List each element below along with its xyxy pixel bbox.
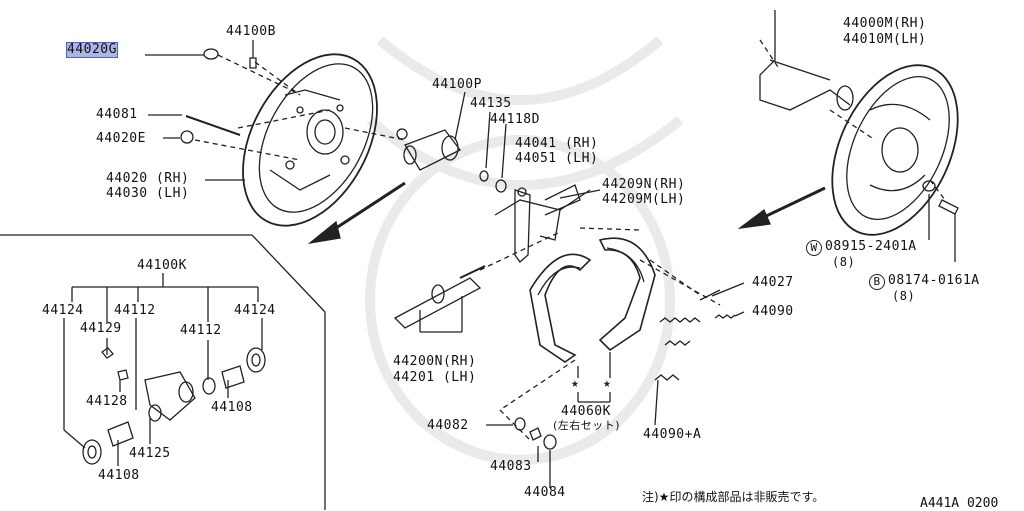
label-44124-left[interactable]: 44124 (42, 303, 84, 318)
part-44108-left (107, 421, 134, 447)
part-44124-left (82, 439, 102, 465)
leader-dashes-right (759, 39, 946, 201)
label-44030-lh[interactable]: 44030 (LH) (106, 186, 190, 201)
label-44010m-lh[interactable]: 44010M(LH) (843, 32, 927, 47)
brake-drum-assembly (759, 10, 959, 236)
direction-arrow-left (307, 181, 406, 245)
washer-w08915 (922, 180, 936, 192)
label-44135[interactable]: 44135 (470, 96, 512, 111)
part-44020g (203, 48, 219, 60)
label-44209n-rh[interactable]: 44209N(RH) (602, 177, 686, 192)
label-44020g[interactable]: 44020G (66, 42, 118, 58)
cylinder-body (144, 371, 196, 421)
label-44128[interactable]: 44128 (86, 394, 128, 409)
star-mark-2: ★ (603, 376, 611, 391)
label-44100p[interactable]: 44100P (432, 77, 482, 92)
part-44128 (117, 369, 129, 381)
label-44051-lh[interactable]: 44051 (LH) (515, 151, 599, 166)
label-44060k-note: (左右セット) (553, 419, 621, 432)
part-44112-right (202, 377, 216, 395)
direction-arrow-right (737, 186, 826, 229)
label-44090a[interactable]: 44090+A (643, 427, 702, 442)
part-44118d (495, 179, 507, 193)
watermark-emblem (365, 36, 684, 465)
part-44020e (180, 130, 194, 144)
label-08915-qty: (8) (832, 255, 856, 269)
star-mark-1: ★ (571, 376, 579, 391)
part-44081-pin (185, 115, 241, 136)
label-44082[interactable]: 44082 (427, 418, 469, 433)
label-44108-right[interactable]: 44108 (211, 400, 253, 415)
brake-shoe-left (529, 253, 592, 363)
wheel-cylinder (396, 128, 461, 171)
label-08174-0161a[interactable]: 08174-0161A (888, 273, 980, 288)
strut (544, 184, 581, 216)
label-44112-right[interactable]: 44112 (180, 323, 222, 338)
part-44108-right (221, 365, 245, 389)
part-44083 (529, 427, 542, 441)
label-08174-qty: (8) (892, 289, 916, 303)
washer-symbol: W (806, 240, 822, 256)
label-44027[interactable]: 44027 (752, 275, 794, 290)
springs (654, 289, 736, 381)
parking-lever (494, 187, 561, 263)
label-44090[interactable]: 44090 (752, 304, 794, 319)
label-44081[interactable]: 44081 (96, 107, 138, 122)
label-44084[interactable]: 44084 (524, 485, 566, 500)
part-44135 (479, 170, 489, 182)
label-08915-2401a[interactable]: 08915-2401A (825, 239, 917, 254)
part-44125 (148, 404, 162, 422)
part-44124-right (246, 347, 266, 373)
label-44100k[interactable]: 44100K (137, 258, 187, 273)
part-44084 (543, 434, 557, 450)
part-44100b (249, 57, 257, 69)
label-44125[interactable]: 44125 (129, 446, 171, 461)
inset-panel (0, 234, 326, 510)
leader-dashes-left (194, 54, 406, 161)
label-44100b[interactable]: 44100B (226, 24, 276, 39)
label-44200n-rh[interactable]: 44200N(RH) (393, 354, 477, 369)
footnote: 注)★印の構成部品は非販売です。 (642, 490, 825, 504)
brake-shoe-right (598, 237, 656, 352)
label-leaders (145, 40, 745, 426)
label-44124-right[interactable]: 44124 (234, 303, 276, 318)
label-44209m-lh[interactable]: 44209M(LH) (602, 192, 686, 207)
bolt-b08174 (938, 199, 959, 215)
part-44129 (101, 347, 114, 359)
part-44082 (514, 417, 526, 431)
label-44020e[interactable]: 44020E (96, 131, 146, 146)
label-44129[interactable]: 44129 (80, 321, 122, 336)
label-44112-left[interactable]: 44112 (114, 303, 156, 318)
label-44060k[interactable]: 44060K (561, 404, 611, 419)
bolt-symbol: B (869, 274, 885, 290)
label-44083[interactable]: 44083 (490, 459, 532, 474)
label-44020-rh[interactable]: 44020 (RH) (106, 171, 190, 186)
adjuster-assembly (393, 265, 486, 333)
label-44041-rh[interactable]: 44041 (RH) (515, 136, 599, 151)
label-44108-left[interactable]: 44108 (98, 468, 140, 483)
figure-code: A441A 0200 (920, 496, 999, 511)
label-44118d[interactable]: 44118D (490, 112, 540, 127)
label-44201-lh[interactable]: 44201 (LH) (393, 370, 477, 385)
backing-plate (242, 53, 378, 227)
label-44000m-rh[interactable]: 44000M(RH) (843, 16, 927, 31)
